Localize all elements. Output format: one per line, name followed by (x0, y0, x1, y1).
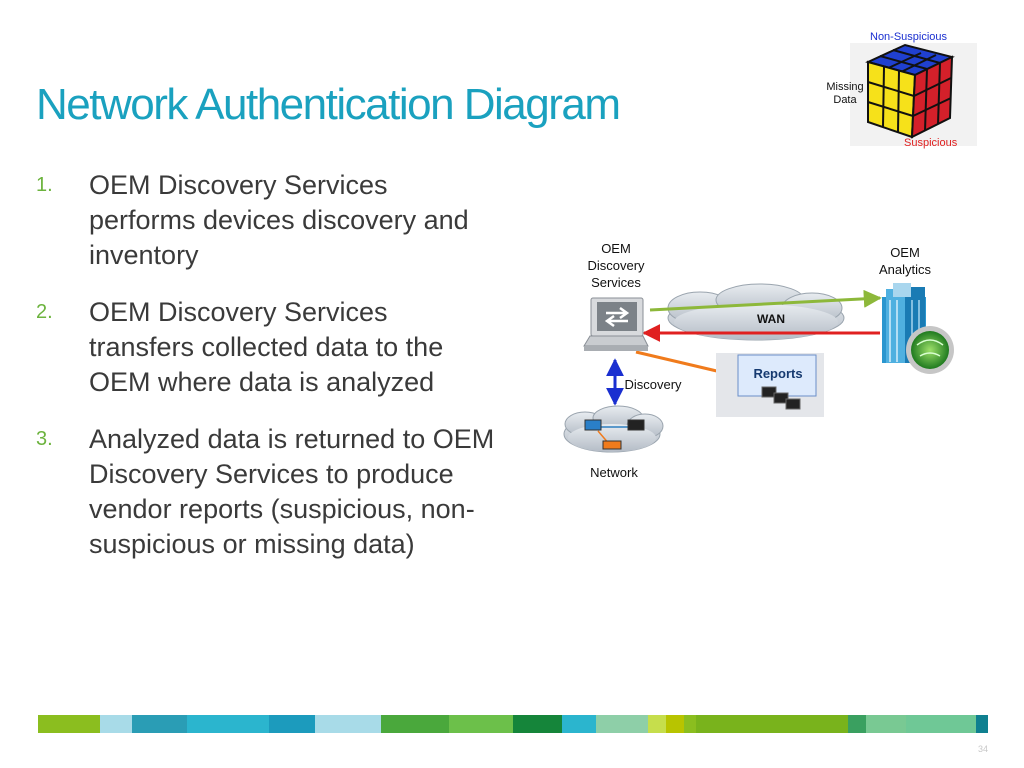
step-number: 1. (36, 174, 53, 196)
wan-label: WAN (757, 312, 785, 326)
step-number: 3. (36, 428, 53, 450)
footer-color-bar (38, 715, 989, 733)
step-text: OEM Discovery Services performs devices … (89, 170, 469, 270)
step-text: OEM Discovery Services transfers collect… (89, 297, 444, 397)
slide-title: Network Authentication Diagram (36, 80, 621, 129)
discovery-server-icon (583, 297, 649, 351)
step-number: 2. (36, 301, 53, 323)
legend-suspicious: Suspicious (904, 137, 958, 149)
cube-icon (850, 43, 977, 146)
page-number: 34 (977, 744, 988, 754)
step-item: 1. OEM Discovery Services performs devic… (36, 168, 496, 273)
step-item: 3. Analyzed data is returned to OEM Disc… (36, 422, 496, 562)
step-text: Analyzed data is returned to OEM Discove… (89, 424, 495, 559)
discovery-services-label: OEM Discovery Services (587, 241, 645, 290)
reports-icon (716, 353, 824, 417)
reports-label: Reports (753, 366, 803, 381)
steps-list: 1. OEM Discovery Services performs devic… (36, 168, 496, 584)
legend-non-suspicious: Non-Suspicious (870, 31, 948, 43)
network-label: Network (590, 465, 638, 480)
analytics-label: OEM Analytics (878, 245, 932, 277)
network-cloud-icon (563, 405, 664, 453)
analytics-building-icon (882, 283, 954, 374)
legend-missing-data: Missing Data (826, 81, 864, 106)
upload-arrow (649, 289, 882, 312)
step-item: 2. OEM Discovery Services transfers coll… (36, 295, 496, 400)
discovery-label: Discovery (624, 377, 682, 392)
